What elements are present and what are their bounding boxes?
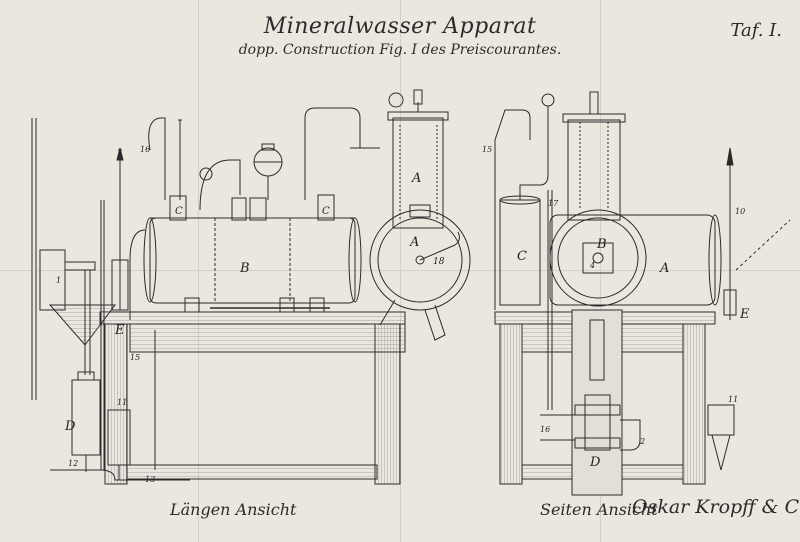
label-b: B bbox=[239, 261, 250, 276]
label-b: B bbox=[596, 237, 607, 252]
label-a: A bbox=[409, 235, 419, 250]
label-e: E bbox=[114, 323, 125, 338]
table-leg bbox=[374, 323, 401, 485]
cylinder-a-face bbox=[369, 204, 471, 341]
maker-signature: Oskar Kropff & Co bbox=[632, 496, 800, 518]
label-16: 16 bbox=[140, 145, 150, 154]
label-d: D bbox=[589, 455, 601, 470]
cylinder-c bbox=[317, 194, 335, 221]
label-15: 15 bbox=[482, 145, 492, 154]
label-d: D bbox=[64, 419, 76, 434]
label-c: C bbox=[322, 206, 330, 217]
label-17: 17 bbox=[548, 199, 559, 208]
label-3: 1 bbox=[56, 276, 61, 285]
plate-subtitle: dopp. Construction Fig. I des Preiscoura… bbox=[238, 42, 562, 58]
pump-housing bbox=[39, 249, 66, 311]
pressure-gauge bbox=[388, 92, 404, 108]
label-e: E bbox=[739, 307, 750, 322]
label-2: 2 bbox=[639, 437, 645, 446]
plate-number: Taf. I. bbox=[730, 20, 782, 41]
cylinder-a-upright bbox=[387, 89, 449, 229]
fold-line bbox=[400, 0, 401, 542]
pump-11 bbox=[707, 404, 735, 436]
table-apron bbox=[129, 323, 406, 353]
label-a: A bbox=[411, 171, 421, 186]
caption-longitudinal-view: Längen Ansicht bbox=[170, 500, 297, 519]
pump-d bbox=[71, 379, 101, 456]
label-c: C bbox=[517, 249, 527, 264]
fold-line bbox=[600, 0, 601, 542]
label-4: 4 bbox=[589, 261, 595, 270]
part-labels: B C C A A D E 18 15 12 13 11 16 1 B C A … bbox=[56, 145, 750, 484]
caption-side-view: Seiten Ansicht bbox=[540, 500, 658, 519]
label-a: A bbox=[659, 261, 669, 276]
table-top bbox=[99, 311, 406, 325]
label-11: 11 bbox=[728, 395, 738, 404]
label-11: 11 bbox=[117, 398, 127, 407]
fold-line bbox=[0, 270, 800, 271]
boiler-b bbox=[149, 217, 356, 304]
table-rail bbox=[126, 464, 378, 480]
label-16: 16 bbox=[540, 425, 550, 434]
cylinder-c bbox=[169, 195, 187, 221]
side-view bbox=[494, 91, 791, 496]
pump-d bbox=[584, 394, 611, 451]
fold-line bbox=[198, 0, 199, 542]
label-c: C bbox=[175, 206, 183, 217]
label-13: 13 bbox=[145, 475, 155, 484]
longitudinal-view bbox=[31, 107, 406, 485]
plate-title: Mineralwasser Apparat bbox=[263, 14, 537, 39]
flange-b bbox=[549, 209, 647, 307]
label-10: 10 bbox=[735, 207, 745, 216]
table-leg bbox=[104, 323, 128, 485]
label-15: 15 bbox=[130, 353, 140, 362]
label-12: 12 bbox=[68, 459, 78, 468]
label-18: 18 bbox=[433, 257, 445, 267]
gauge bbox=[199, 167, 213, 181]
